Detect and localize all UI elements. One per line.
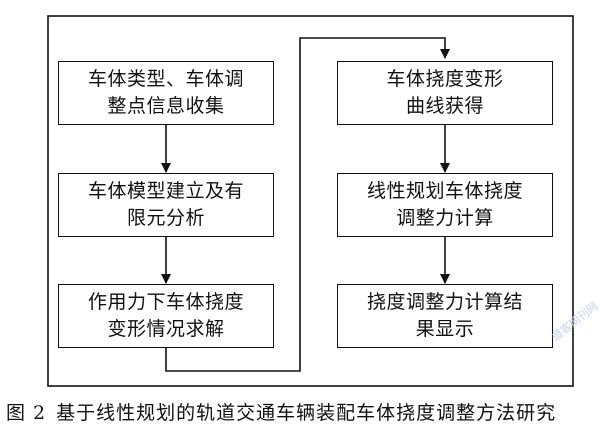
step-text-line1: 作用力下车体挠度 — [87, 291, 244, 313]
step-text-line2: 限元分析 — [126, 207, 205, 229]
step-text-line2: 整点信息收集 — [107, 95, 225, 117]
outer-frame — [47, 15, 574, 387]
figure-caption: 图 2 基于线性规划的轨道交通车辆装配车体挠度调整方法研究 — [6, 398, 596, 425]
step-text-line1: 线性规划车体挠度 — [366, 180, 523, 202]
step-info-collection: 车体类型、车体调 整点信息收集 — [58, 61, 274, 125]
step-text-line1: 车体类型、车体调 — [87, 68, 244, 90]
step-deflection-curve: 车体挠度变形 曲线获得 — [337, 61, 553, 125]
arrow-cross-connector — [165, 37, 450, 372]
step-model-fea: 车体模型建立及有 限元分析 — [58, 173, 274, 237]
figure-title: 基于线性规划的轨道交通车辆装配车体挠度调整方法研究 — [56, 402, 557, 424]
step-text-line1: 车体挠度变形 — [386, 68, 504, 90]
step-text-line2: 曲线获得 — [405, 95, 484, 117]
step-text-line2: 果显示 — [415, 318, 475, 340]
step-text-line1: 车体模型建立及有 — [87, 180, 244, 202]
step-text-line2: 调整力计算 — [396, 207, 494, 229]
step-deflection-solve: 作用力下车体挠度 变形情况求解 — [58, 284, 274, 348]
step-lp-force-calc: 线性规划车体挠度 调整力计算 — [337, 173, 553, 237]
step-result-display: 挠度调整力计算结 果显示 — [337, 284, 553, 348]
step-text-line2: 变形情况求解 — [107, 318, 225, 340]
figure-number: 图 2 — [6, 402, 47, 424]
step-text-line1: 挠度调整力计算结 — [366, 291, 523, 313]
